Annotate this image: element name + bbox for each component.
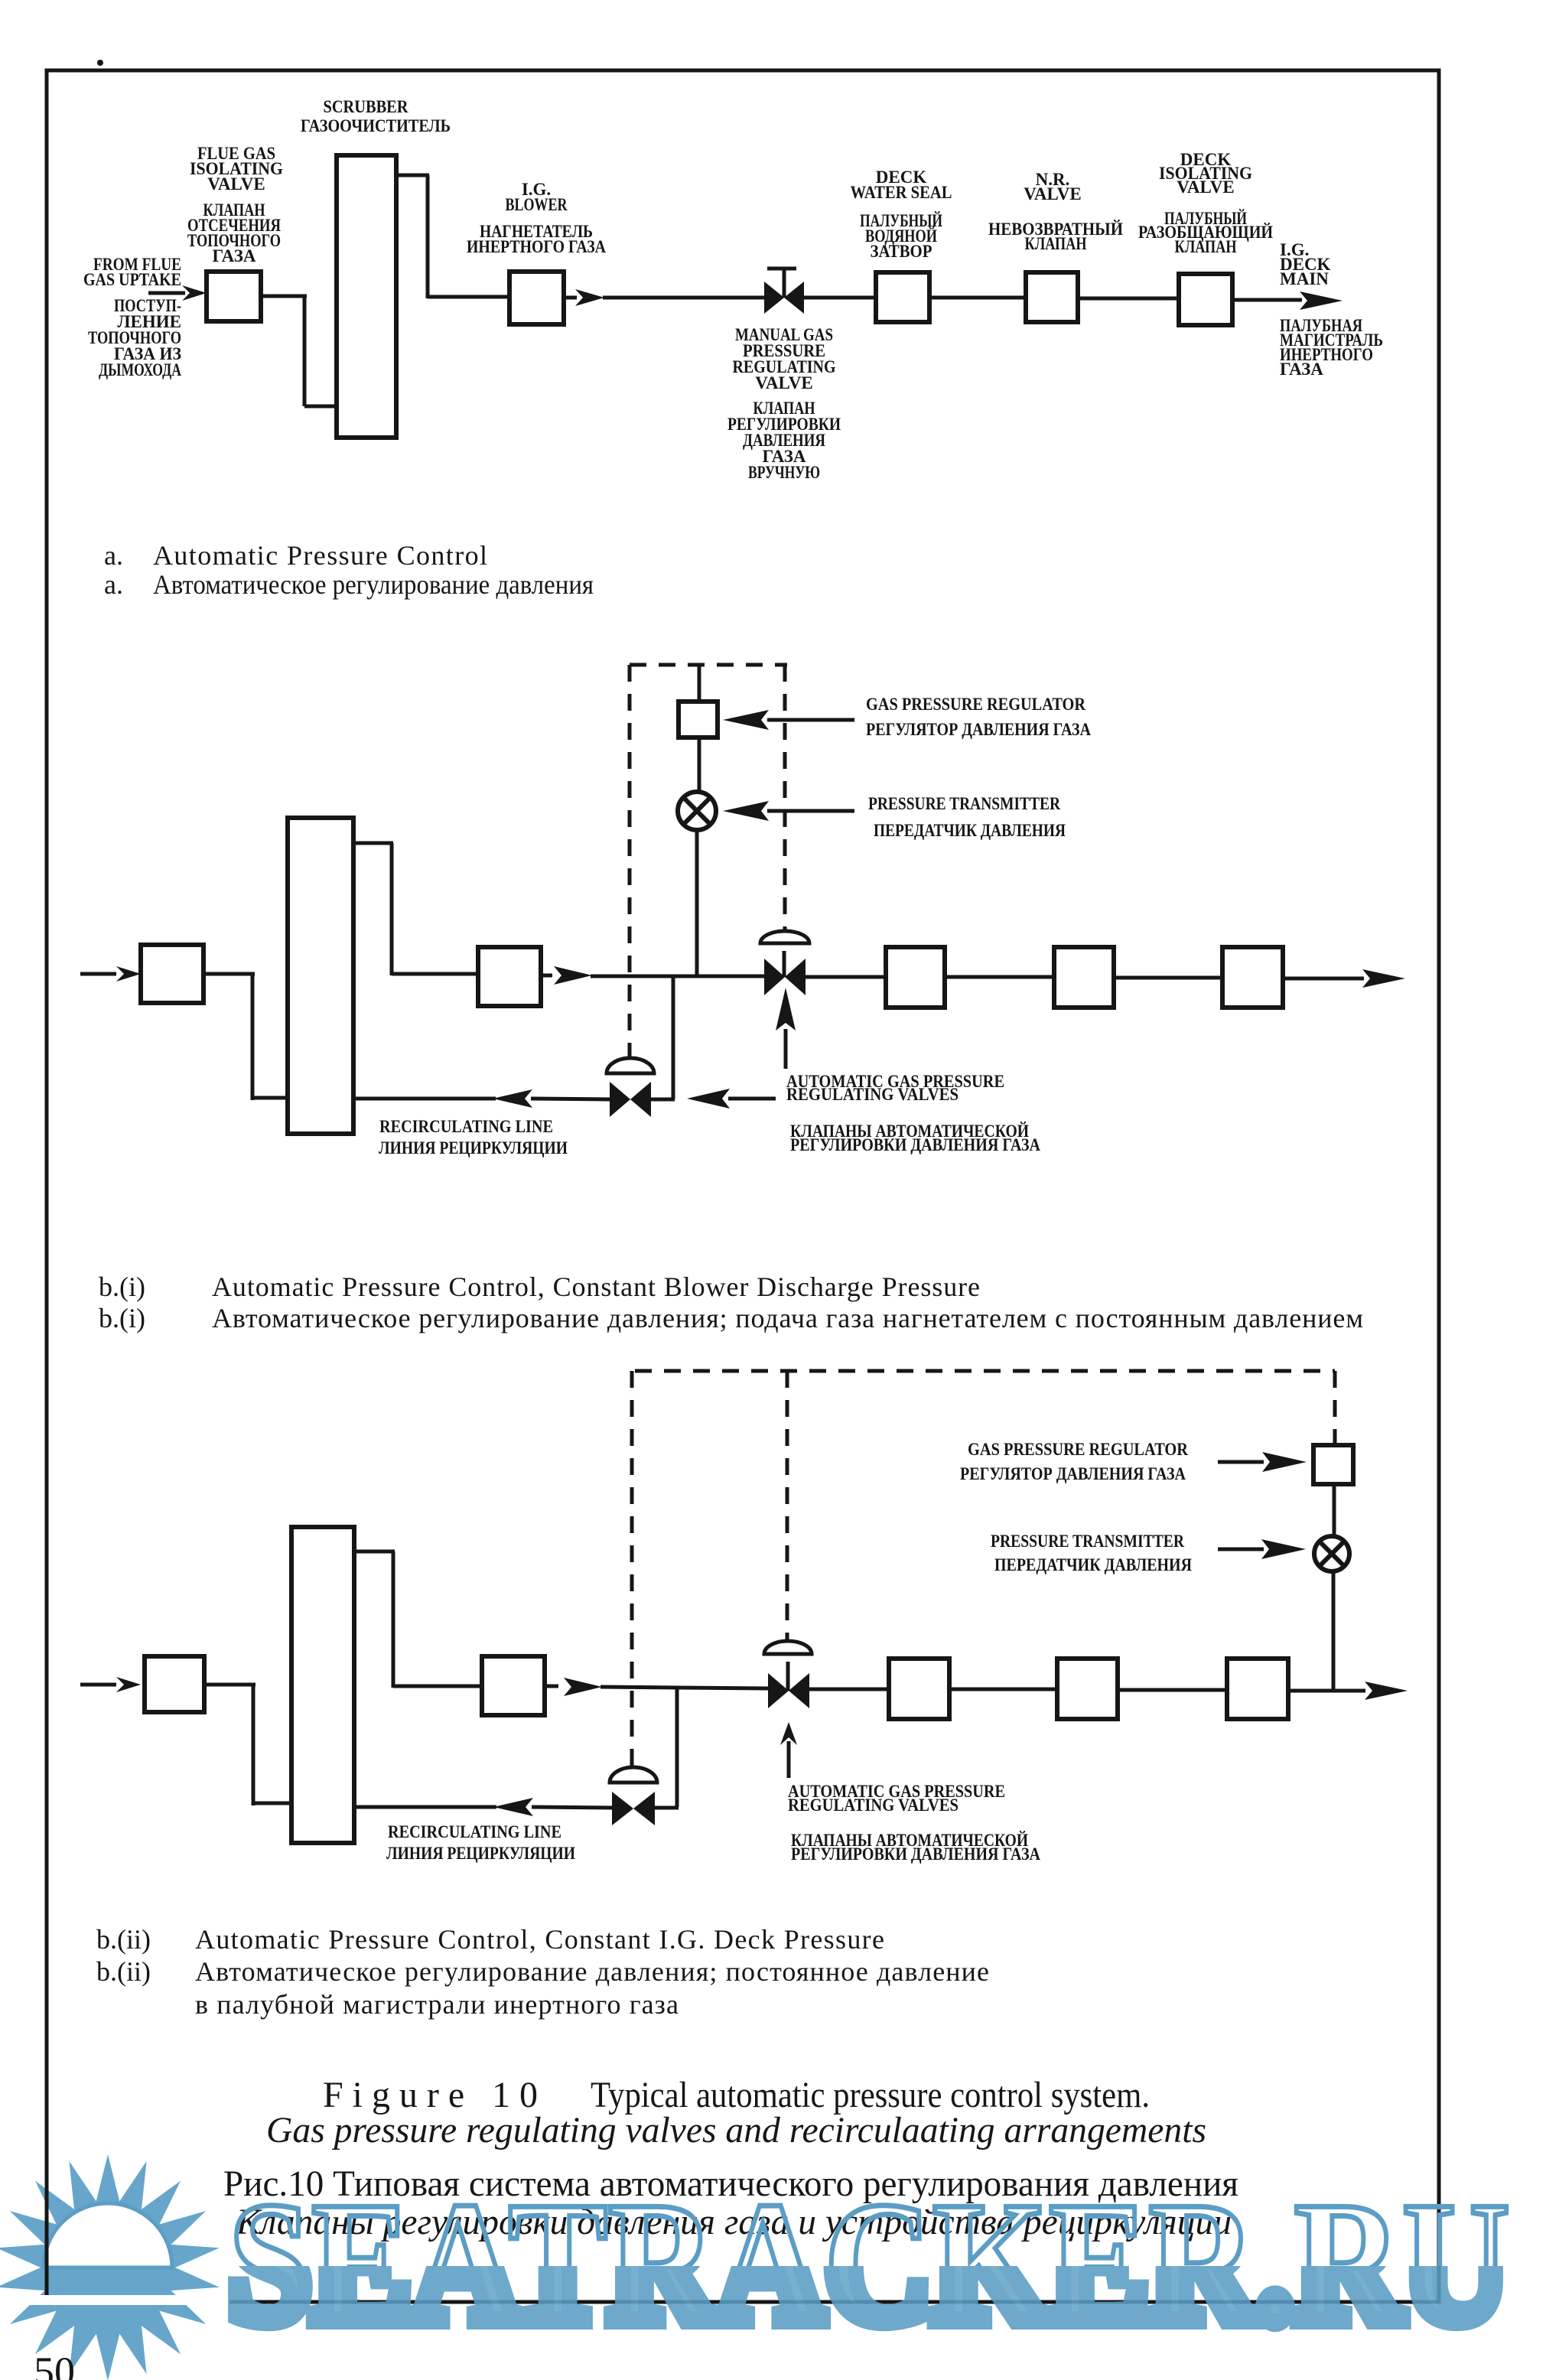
svg-text:Typical automatic pressure con: Typical automatic pressure control syste… [591,2075,1150,2115]
svg-text:Автоматическое регулирование д: Автоматическое регулирование давления; п… [195,1956,989,1987]
svg-text:НАГНЕТАТЕЛЬ: НАГНЕТАТЕЛЬ [480,222,593,241]
svg-text:РЕГУЛЯТОР ДАВЛЕНИЯ ГАЗА: РЕГУЛЯТОР ДАВЛЕНИЯ ГАЗА [960,1464,1186,1483]
svg-text:Автоматическое регулирование д: Автоматическое регулирование давления [153,569,594,600]
svg-text:GAS PRESSURE REGULATOR: GAS PRESSURE REGULATOR [968,1440,1188,1459]
svg-text:PRESSURE TRANSMITTER: PRESSURE TRANSMITTER [991,1532,1184,1551]
svg-text:PRESSURE TRANSMITTER: PRESSURE TRANSMITTER [868,794,1060,813]
svg-text:КЛАПАН: КЛАПАН [1175,237,1237,256]
svg-text:N.R.: N.R. [1036,170,1070,189]
svg-text:a.: a. [104,540,123,571]
svg-text:ГАЗА ИЗ: ГАЗА ИЗ [114,344,181,363]
svg-text:РЕГУЛЯТОР ДАВЛЕНИЯ ГАЗА: РЕГУЛЯТОР ДАВЛЕНИЯ ГАЗА [866,720,1091,739]
svg-text:ГАЗА: ГАЗА [1280,360,1323,379]
svg-text:МАГИСТРАЛЬ: МАГИСТРАЛЬ [1280,330,1383,350]
svg-text:ЛИНИЯ РЕЦИРКУЛЯЦИИ: ЛИНИЯ РЕЦИРКУЛЯЦИИ [386,1844,575,1863]
svg-text:ЛИНИЯ РЕЦИРКУЛЯЦИИ: ЛИНИЯ РЕЦИРКУЛЯЦИИ [379,1138,568,1157]
svg-text:GAS UPTAKE: GAS UPTAKE [83,270,181,289]
svg-text:ПАЛУБНЫЙ: ПАЛУБНЫЙ [860,211,942,230]
svg-text:Automatic Pressure Control, Co: Automatic Pressure Control, Constant I.G… [195,1924,884,1955]
svg-text:ISOLATING: ISOLATING [190,159,283,178]
svg-text:ОТСЕЧЕНИЯ: ОТСЕЧЕНИЯ [187,216,281,235]
svg-text:REGULATING VALVES: REGULATING VALVES [786,1085,959,1104]
svg-text:Automatic Pressure Control, Co: Automatic Pressure Control, Constant Blo… [212,1271,980,1302]
svg-text:DECK: DECK [1280,255,1331,274]
svg-text:в палубной магистрали инертног: в палубной магистрали инертного газа [195,1989,679,2020]
svg-text:AUTOMATIC GAS PRESSURE: AUTOMATIC GAS PRESSURE [788,1782,1005,1801]
svg-text:DECK: DECK [876,168,927,187]
svg-text:ПЕРЕДАТЧИК ДАВЛЕНИЯ: ПЕРЕДАТЧИК ДАВЛЕНИЯ [874,821,1066,840]
svg-text:РАЗОБЩАЮЩИЙ: РАЗОБЩАЮЩИЙ [1138,223,1273,242]
svg-text:I.G.: I.G. [522,180,551,199]
svg-text:REGULATING VALVES: REGULATING VALVES [788,1796,959,1815]
svg-text:КЛАПАН: КЛАПАН [1025,234,1087,253]
svg-text:Gas pressure regulating valves: Gas pressure regulating valves and recir… [266,2110,1206,2150]
svg-text:ЛЕНИЕ: ЛЕНИЕ [117,312,181,331]
svg-text:ГАЗА: ГАЗА [213,246,256,265]
svg-text:Figure 10: Figure 10 [323,2075,538,2115]
svg-text:НЕВОЗВРАТНЫЙ: НЕВОЗВРАТНЫЙ [988,220,1123,239]
svg-text:ISOLATING: ISOLATING [1159,164,1252,183]
svg-text:КЛАПАНЫ АВТОМАТИЧЕСКОЙ: КЛАПАНЫ АВТОМАТИЧЕСКОЙ [791,1831,1028,1850]
svg-text:FROM FLUE: FROM FLUE [93,255,181,274]
svg-text:REGULATING: REGULATING [733,357,836,376]
svg-text:Клапаны регулировки давления г: Клапаны регулировки давления газа и устр… [236,2202,1232,2242]
svg-text:ПОСТУП-: ПОСТУП- [114,296,181,315]
svg-text:ГАЗООЧИСТИТЕЛЬ: ГАЗООЧИСТИТЕЛЬ [301,116,451,135]
svg-text:DECK: DECK [1180,150,1232,169]
svg-text:КЛАПАНЫ АВТОМАТИЧЕСКОЙ: КЛАПАНЫ АВТОМАТИЧЕСКОЙ [790,1122,1029,1141]
svg-text:ПЕРЕДАТЧИК ДАВЛЕНИЯ: ПЕРЕДАТЧИК ДАВЛЕНИЯ [994,1555,1192,1574]
svg-text:VALVE: VALVE [207,174,265,194]
svg-text:b.(i): b.(i) [99,1303,145,1333]
svg-text:ПАЛУБНЫЙ: ПАЛУБНЫЙ [1164,209,1247,228]
svg-text:ПАЛУБНАЯ: ПАЛУБНАЯ [1280,316,1362,335]
svg-text:ВОДЯНОЙ: ВОДЯНОЙ [865,226,937,246]
svg-text:MANUAL GAS: MANUAL GAS [735,325,833,344]
svg-text:AUTOMATIC GAS PRESSURE: AUTOMATIC GAS PRESSURE [786,1072,1004,1091]
svg-text:SEATRACKER.RU: SEATRACKER.RU [228,2167,1510,2359]
svg-text:FLUE GAS: FLUE GAS [197,144,275,163]
svg-text:ИНЕРТНОГО ГАЗА: ИНЕРТНОГО ГАЗА [467,237,606,256]
svg-text:РЕГУЛИРОВКИ: РЕГУЛИРОВКИ [727,415,841,434]
svg-text:КЛАПАН: КЛАПАН [753,399,815,418]
svg-text:Рис.10 Типовая система автомат: Рис.10 Типовая система автоматического р… [223,2163,1238,2204]
svg-text:VALVE: VALVE [1177,177,1234,197]
svg-text:SEATRACKER.RU: SEATRACKER.RU [228,2167,1510,2359]
svg-text:РЕГУЛИРОВКИ ДАВЛЕНИЯ ГАЗА: РЕГУЛИРОВКИ ДАВЛЕНИЯ ГАЗА [790,1135,1040,1154]
svg-text:50: 50 [34,2349,75,2380]
svg-text:RECIRCULATING LINE: RECIRCULATING LINE [388,1822,561,1841]
svg-text:КЛАПАН: КЛАПАН [203,200,265,220]
svg-text:ИНЕРТНОГО: ИНЕРТНОГО [1280,345,1373,364]
svg-text:ДЫМОХОДА: ДЫМОХОДА [99,360,181,379]
svg-text:Automatic Pressure Control: Automatic Pressure Control [153,540,487,571]
svg-text:VALVE: VALVE [755,373,812,392]
svg-text:b.(ii): b.(ii) [96,1956,151,1987]
svg-text:RECIRCULATING LINE: RECIRCULATING LINE [379,1117,553,1136]
svg-text:a.: a. [104,569,123,600]
svg-text:ДАВЛЕНИЯ: ДАВЛЕНИЯ [743,431,825,450]
svg-text:ЗАТВОР: ЗАТВОР [871,242,932,261]
svg-text:VALVE: VALVE [1024,184,1081,203]
svg-text:WATER SEAL: WATER SEAL [851,183,952,202]
svg-text:PRESSURE: PRESSURE [743,341,825,360]
svg-text:b.(i): b.(i) [99,1271,145,1302]
svg-text:BLOWER: BLOWER [506,195,568,214]
svg-text:SCRUBBER: SCRUBBER [324,97,408,116]
svg-text:ГАЗА: ГАЗА [763,447,806,466]
svg-text:Автоматическое регулирование д: Автоматическое регулирование давления; п… [212,1303,1363,1333]
svg-text:РЕГУЛИРОВКИ ДАВЛЕНИЯ ГАЗА: РЕГУЛИРОВКИ ДАВЛЕНИЯ ГАЗА [791,1844,1040,1864]
svg-text:ТОПОЧНОГО: ТОПОЧНОГО [187,231,281,250]
svg-text:ТОПОЧНОГО: ТОПОЧНОГО [88,328,181,347]
svg-text:MAIN: MAIN [1280,269,1329,288]
svg-text:GAS PRESSURE REGULATOR: GAS PRESSURE REGULATOR [866,695,1085,714]
svg-text:ВРУЧНУЮ: ВРУЧНУЮ [748,463,820,482]
svg-text:I.G.: I.G. [1280,240,1309,259]
svg-text:b.(ii): b.(ii) [96,1924,151,1955]
